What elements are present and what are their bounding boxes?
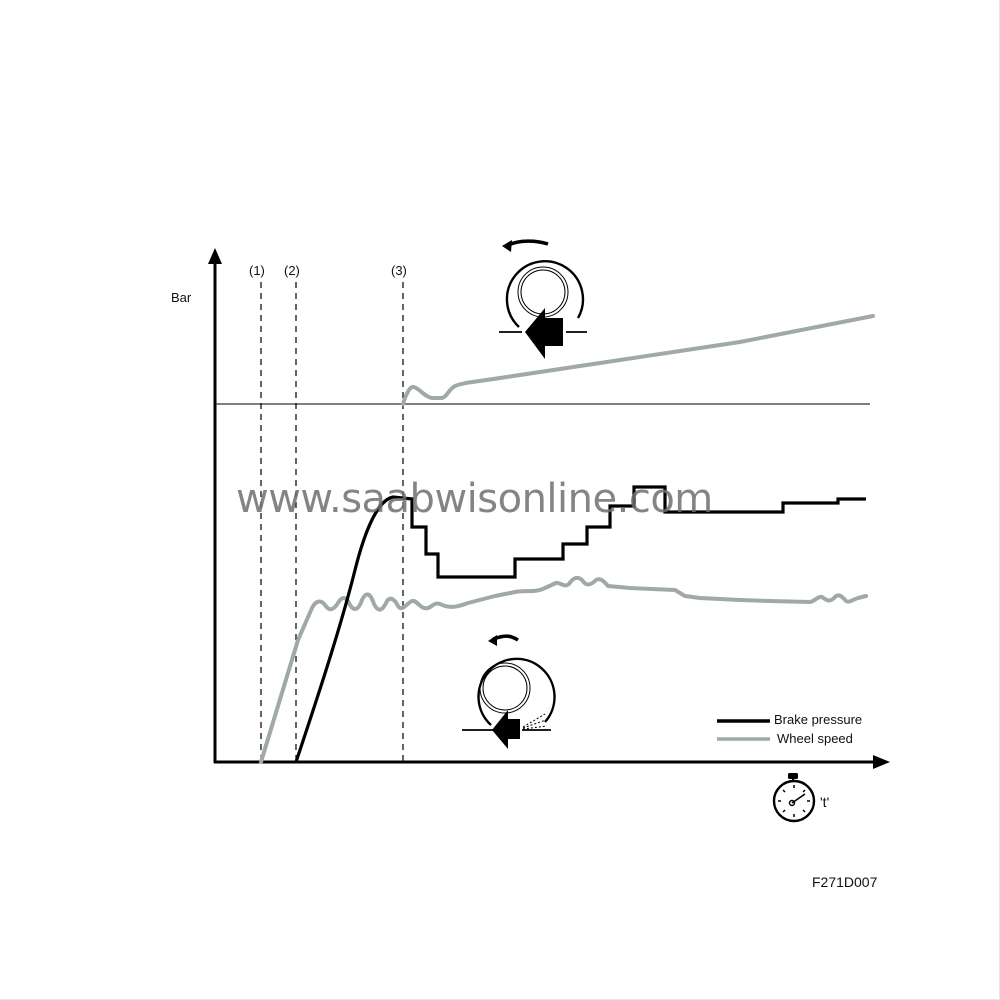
marker-label-1: (1) bbox=[249, 263, 265, 278]
y-axis-label: Bar bbox=[171, 290, 192, 305]
wheel-speed-upper-line bbox=[401, 314, 875, 406]
wheel-rotating-braking-icon bbox=[499, 239, 587, 359]
figure-code: F271D007 bbox=[812, 874, 878, 890]
stopwatch-icon bbox=[772, 773, 816, 823]
legend-label-wheel-speed: Wheel speed bbox=[777, 731, 853, 746]
legend-label-brake-pressure: Brake pressure bbox=[774, 712, 863, 727]
marker-label-3: (3) bbox=[391, 263, 407, 278]
wheel-speed-line bbox=[259, 575, 868, 764]
x-axis-label: 't' bbox=[820, 794, 830, 810]
brake-pressure-line bbox=[294, 485, 866, 763]
y-axis bbox=[208, 248, 222, 763]
legend-swatches bbox=[717, 719, 770, 741]
wheel-rotating-skidding-icon bbox=[462, 634, 556, 749]
marker-lines bbox=[260, 282, 404, 762]
x-axis bbox=[214, 755, 890, 769]
marker-label-2: (2) bbox=[284, 263, 300, 278]
